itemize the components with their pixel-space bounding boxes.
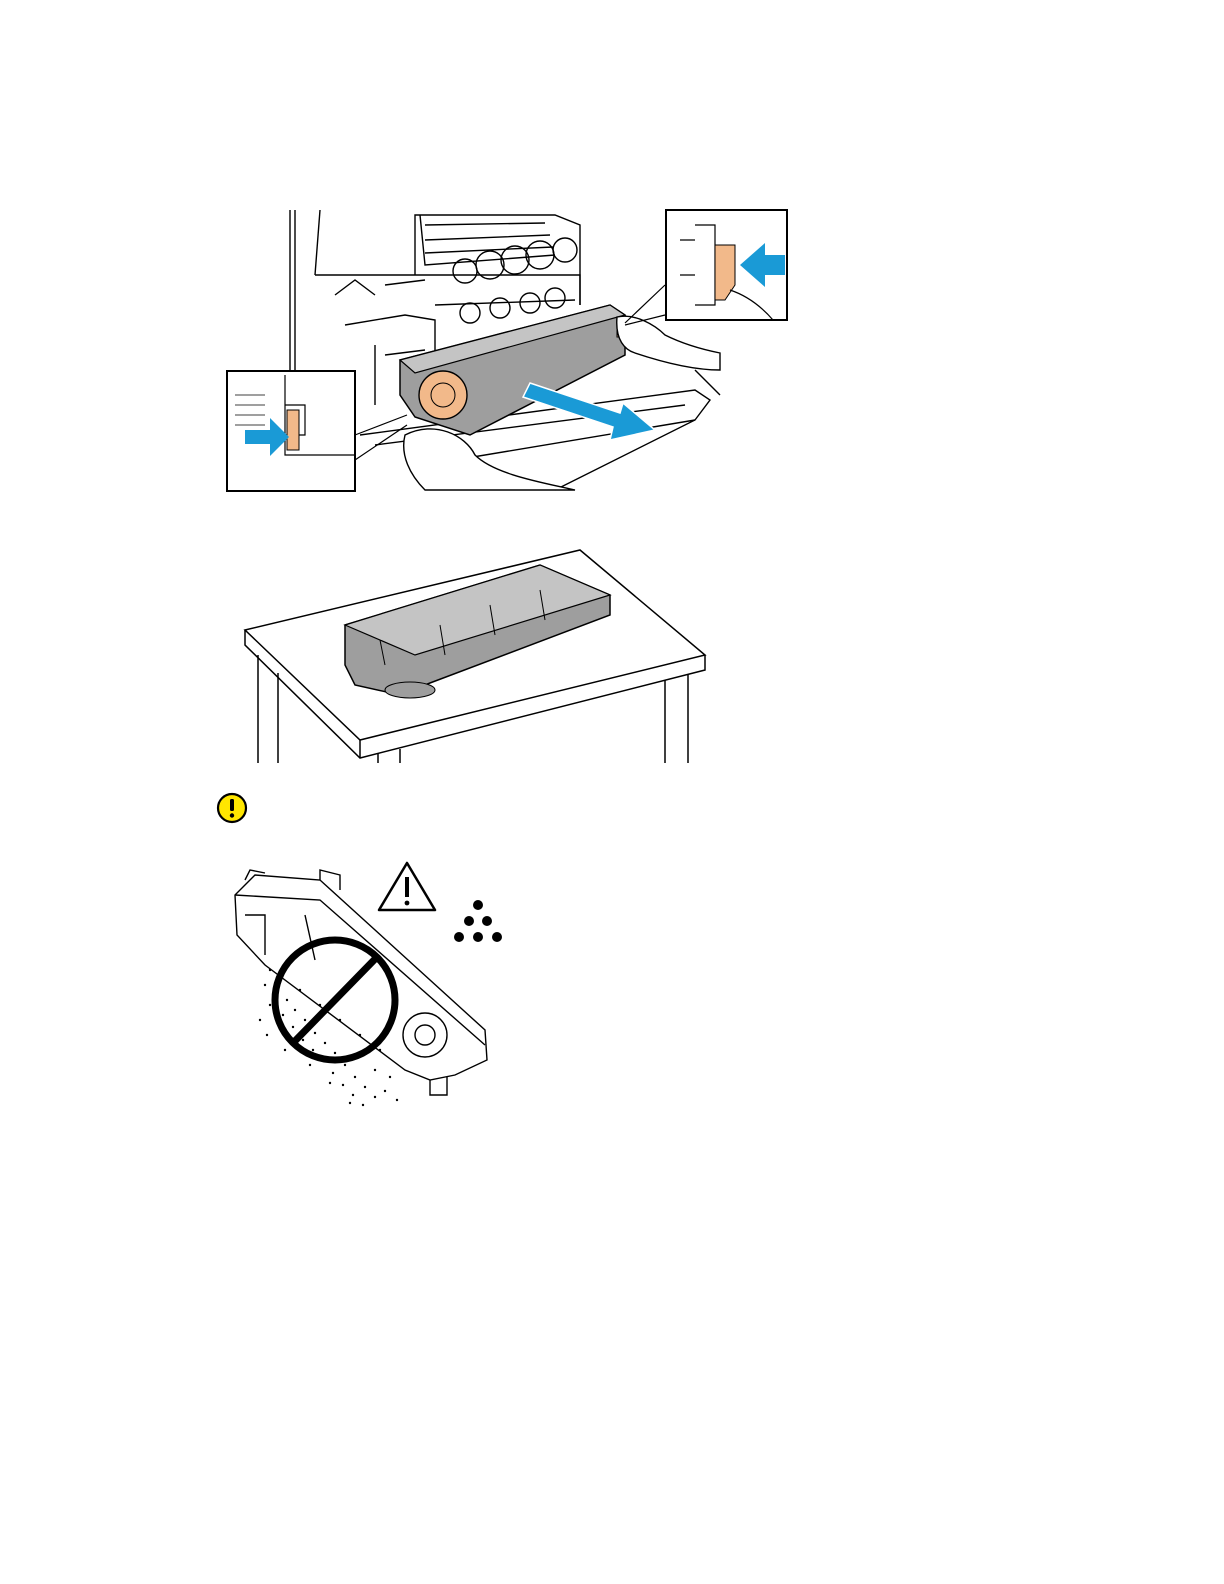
figure-cartridge-on-table <box>240 545 710 763</box>
figure-remove-cartridge <box>225 205 790 493</box>
figure-do-not-tilt <box>225 855 510 1113</box>
inset-right-latch <box>666 210 787 320</box>
inset-left-latch <box>227 371 355 491</box>
warning-triangle-icon <box>379 863 435 910</box>
toner-dots-icon <box>454 900 502 942</box>
caution-icon <box>216 792 248 824</box>
